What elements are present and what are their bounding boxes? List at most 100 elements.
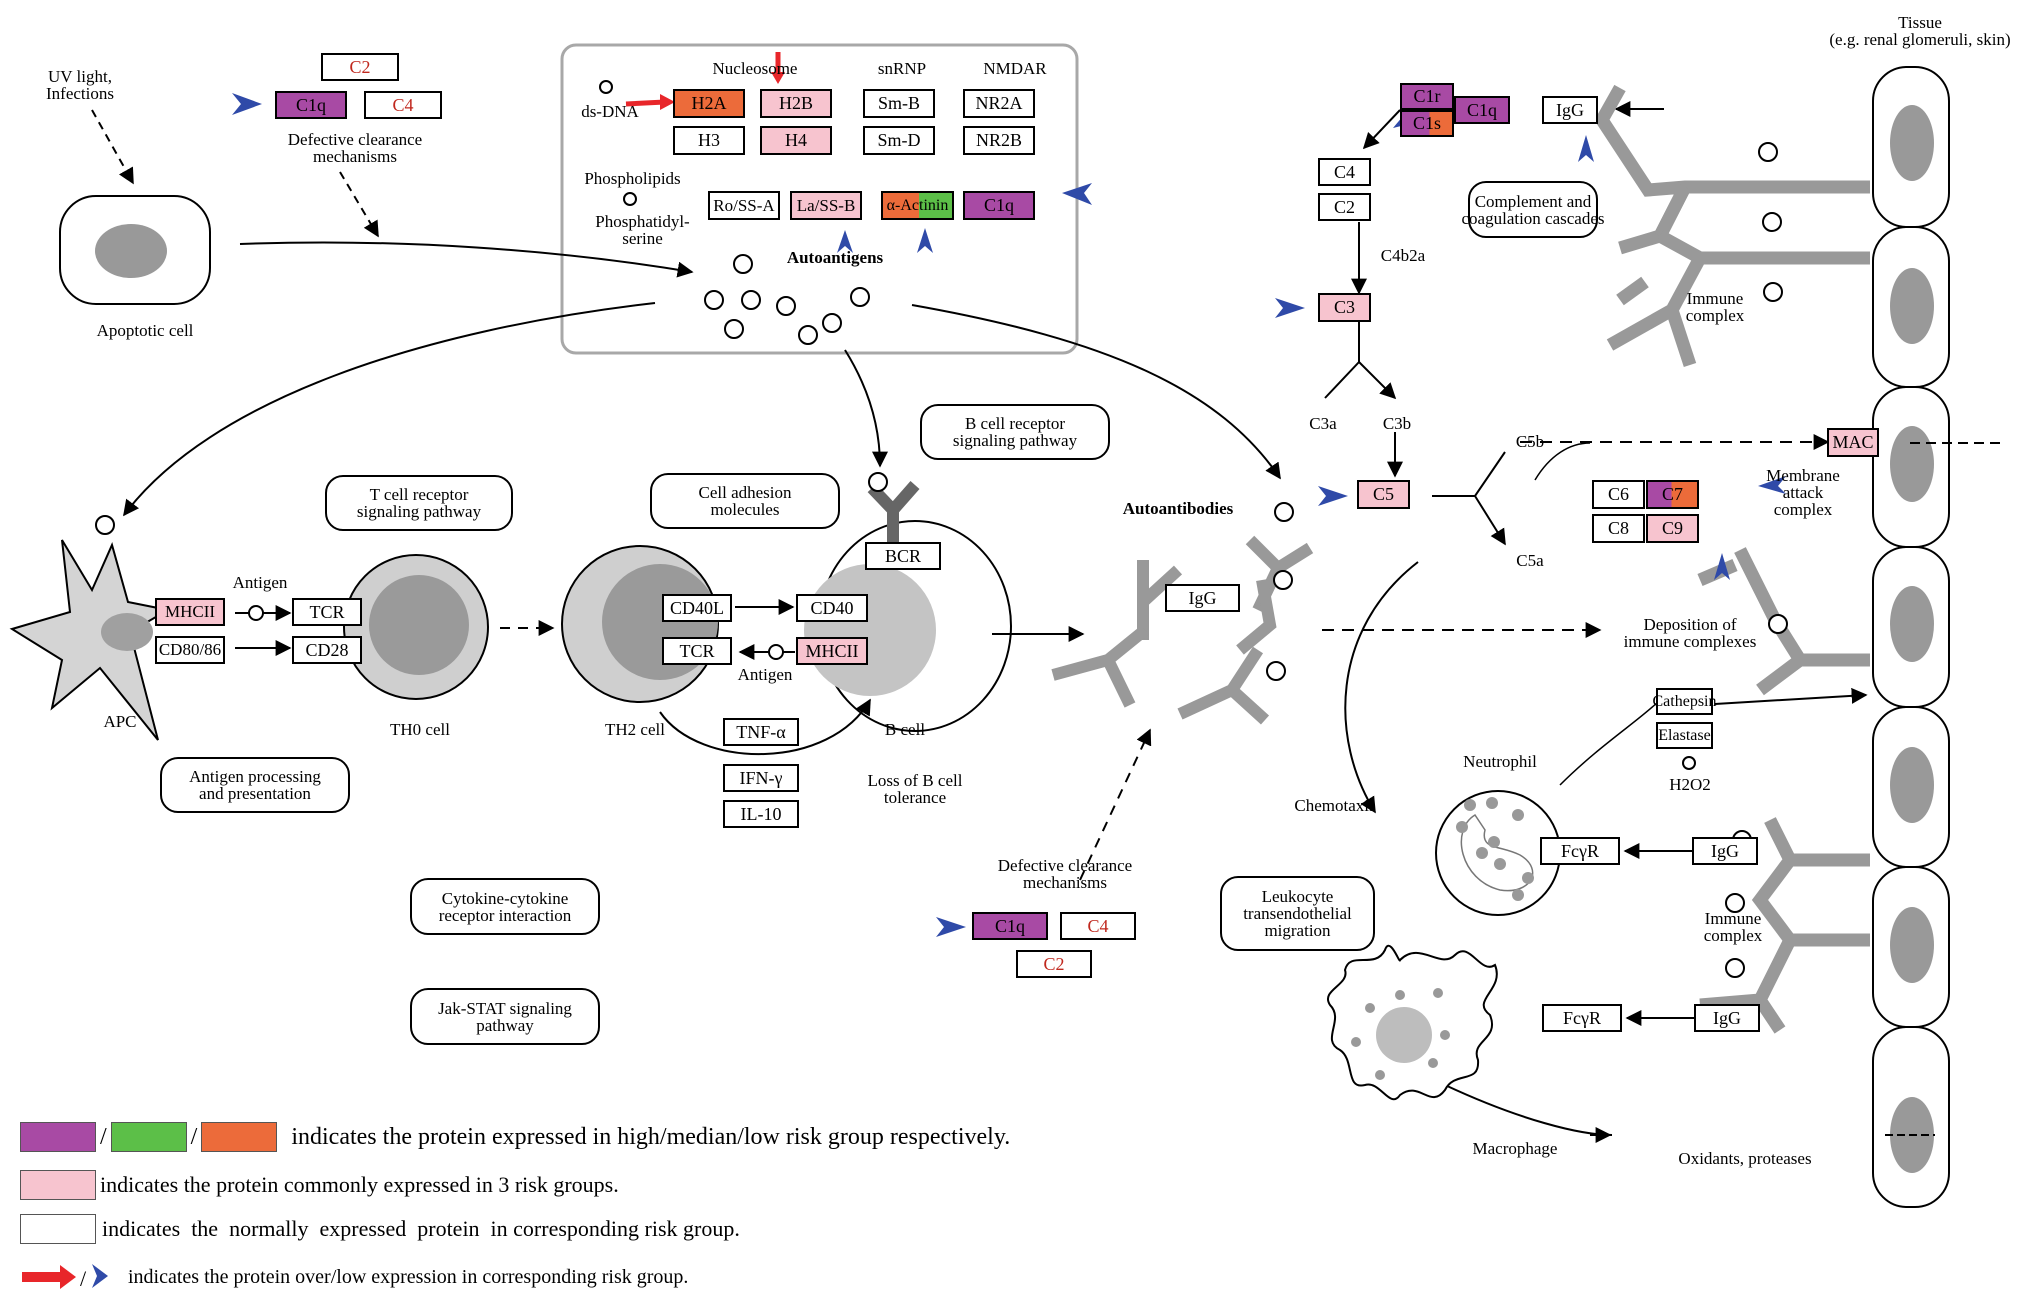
over-arrow-icon (771, 72, 785, 84)
b-cell-label: B cell (884, 720, 926, 739)
c5-split (1432, 451, 1505, 544)
node-cd40[interactable]: CD40 (796, 594, 868, 622)
node-c1s[interactable]: C1s (1400, 110, 1454, 137)
node-tcr-th2[interactable]: TCR (662, 637, 732, 665)
node-h3[interactable]: H3 (673, 126, 745, 155)
node-sm-d[interactable]: Sm-D (863, 126, 935, 155)
pathway-jak-stat[interactable]: Jak-STAT signaling pathway (410, 988, 600, 1045)
apoptotic-cell-label: Apoptotic cell (96, 321, 194, 340)
node-c1q-complement[interactable]: C1q (1454, 96, 1510, 124)
c4b2a-label: C4b2a (1380, 246, 1426, 265)
legend-slash: / (190, 1123, 198, 1150)
legend-row-risk-groups: / / indicates the protein expressed in h… (20, 1122, 1010, 1152)
node-sm-b[interactable]: Sm-B (863, 89, 935, 118)
node-tnf-alpha[interactable]: TNF-α (723, 718, 799, 746)
legend-text-arrows: indicates the protein over/low expressio… (128, 1265, 689, 1288)
node-il-10[interactable]: IL-10 (723, 800, 799, 828)
node-nr2b[interactable]: NR2B (963, 126, 1035, 155)
legend-slash: / (100, 1123, 107, 1150)
node-ifn-gamma[interactable]: IFN-γ (723, 764, 799, 792)
pathway-bcr-signaling[interactable]: B cell receptor signaling pathway (920, 404, 1110, 460)
node-igg-macrophage[interactable]: IgG (1694, 1004, 1760, 1032)
defective-clearance-bottom-label: Defective clearance mechanisms (997, 856, 1133, 892)
node-c9[interactable]: C9 (1646, 514, 1699, 543)
node-fcyr-neutrophil[interactable]: FcγR (1540, 837, 1620, 865)
deposition-label: Deposition of immune complexes (1623, 615, 1757, 651)
node-cd28[interactable]: CD28 (292, 636, 362, 664)
neutrophil-granules (1456, 797, 1534, 901)
arrow-cathepsin-tissue (1714, 687, 1868, 705)
node-c1r[interactable]: C1r (1400, 83, 1454, 110)
node-cathepsin[interactable]: Cathepsin (1653, 688, 1717, 715)
node-c8[interactable]: C8 (1592, 514, 1645, 543)
low-arrowhead-icon (917, 228, 933, 253)
node-c5[interactable]: C5 (1357, 480, 1410, 509)
node-fcyr-macrophage[interactable]: FcγR (1542, 1004, 1622, 1032)
node-igg-neutrophil[interactable]: IgG (1692, 837, 1758, 865)
apc-nucleus (101, 613, 153, 651)
arrow-apoptotic-to-autoantigens (239, 241, 694, 278)
low-arrowhead-icon (936, 917, 966, 937)
pathway-cytokine[interactable]: Cytokine-cytokine receptor interaction (410, 878, 600, 935)
uv-light-label: UV light, Infections (46, 67, 114, 103)
node-c2-complement[interactable]: C2 (1318, 193, 1371, 221)
antigen-apc-label: Antigen (232, 573, 288, 592)
autoantibodies-label: Autoantibodies (1122, 499, 1234, 518)
autoantigens-label: Autoantigens (786, 248, 884, 267)
pathway-leukocyte-migration[interactable]: Leukocyte transendothelial migration (1220, 876, 1375, 951)
immune-complex-top-label: Immune complex (1685, 289, 1745, 325)
node-la-ssb[interactable]: La/SS-B (790, 191, 862, 220)
node-c3[interactable]: C3 (1318, 293, 1371, 322)
node-mac[interactable]: MAC (1827, 428, 1879, 457)
antigen-apc-particle (248, 605, 264, 621)
tissue-label: Tissue (e.g. renal glomeruli, skin) (1829, 13, 2011, 49)
node-c4-complement[interactable]: C4 (1318, 158, 1371, 186)
legend-row-arrows: / indicates the protein over/low express… (20, 1262, 688, 1292)
node-igg-complement[interactable]: IgG (1542, 96, 1598, 124)
node-mhcii-apc[interactable]: MHCII (155, 598, 225, 626)
swatch-normal (20, 1214, 96, 1244)
node-cd40l[interactable]: CD40L (662, 594, 732, 622)
node-cd80-86[interactable]: CD80/86 (155, 636, 225, 664)
node-h2b[interactable]: H2B (760, 89, 832, 118)
macrophage-label: Macrophage (1472, 1139, 1558, 1158)
low-arrowhead-icon (232, 93, 262, 115)
b-cell-nucleus (804, 564, 936, 696)
node-elastase[interactable]: Elastase (1656, 722, 1713, 749)
low-arrowhead-icon (1318, 486, 1348, 506)
pathway-tcr-signaling[interactable]: T cell receptor signaling pathway (325, 475, 513, 531)
low-arrowhead-icon (1758, 476, 1786, 494)
node-c4-top[interactable]: C4 (364, 91, 442, 119)
node-alpha-actinin[interactable]: α-Actinin (881, 191, 954, 220)
node-c1q-autoantigen[interactable]: C1q (963, 191, 1035, 220)
node-h2a[interactable]: H2A (673, 89, 745, 118)
phospholipids-label: Phospholipids (584, 169, 681, 188)
neutrophil-label: Neutrophil (1463, 752, 1537, 771)
immune-complex-bottom-label: Immune complex (1703, 909, 1763, 945)
pathway-complement[interactable]: Complement and coagulation cascades (1462, 181, 1605, 238)
node-bcr[interactable]: BCR (865, 542, 941, 570)
arrow-autoantigens-to-autoantibodies (911, 304, 1281, 480)
loss-b-tolerance-label: Loss of B cell tolerance (867, 771, 963, 807)
pathway-cell-adhesion[interactable]: Cell adhesion molecules (650, 473, 840, 529)
node-mhcii-b[interactable]: MHCII (796, 637, 868, 665)
node-c2-top[interactable]: C2 (321, 53, 399, 81)
node-tcr-th0[interactable]: TCR (292, 598, 362, 626)
macrophage-granules (1351, 988, 1450, 1080)
node-c1q-bottom[interactable]: C1q (972, 912, 1048, 940)
node-igg-autoantibody[interactable]: IgG (1165, 584, 1240, 612)
node-c7[interactable]: C7 (1646, 480, 1699, 509)
node-c4-bottom[interactable]: C4 (1060, 912, 1136, 940)
node-c2-bottom[interactable]: C2 (1016, 950, 1092, 978)
c3-split (1324, 322, 1395, 398)
pathway-antigen-processing[interactable]: Antigen processing and presentation (160, 757, 350, 813)
legend-text-risk: indicates the protein expressed in high/… (291, 1123, 1011, 1150)
legend-row-common: indicates the protein commonly expressed… (20, 1170, 619, 1200)
blue-arrowhead-icon (92, 1264, 108, 1288)
node-h4[interactable]: H4 (760, 126, 832, 155)
node-c1q-top[interactable]: C1q (275, 91, 347, 119)
c3a-label: C3a (1309, 414, 1337, 433)
node-nr2a[interactable]: NR2A (963, 89, 1035, 118)
node-c6[interactable]: C6 (1592, 480, 1645, 509)
node-ro-ssa[interactable]: Ro/SS-A (708, 191, 780, 220)
